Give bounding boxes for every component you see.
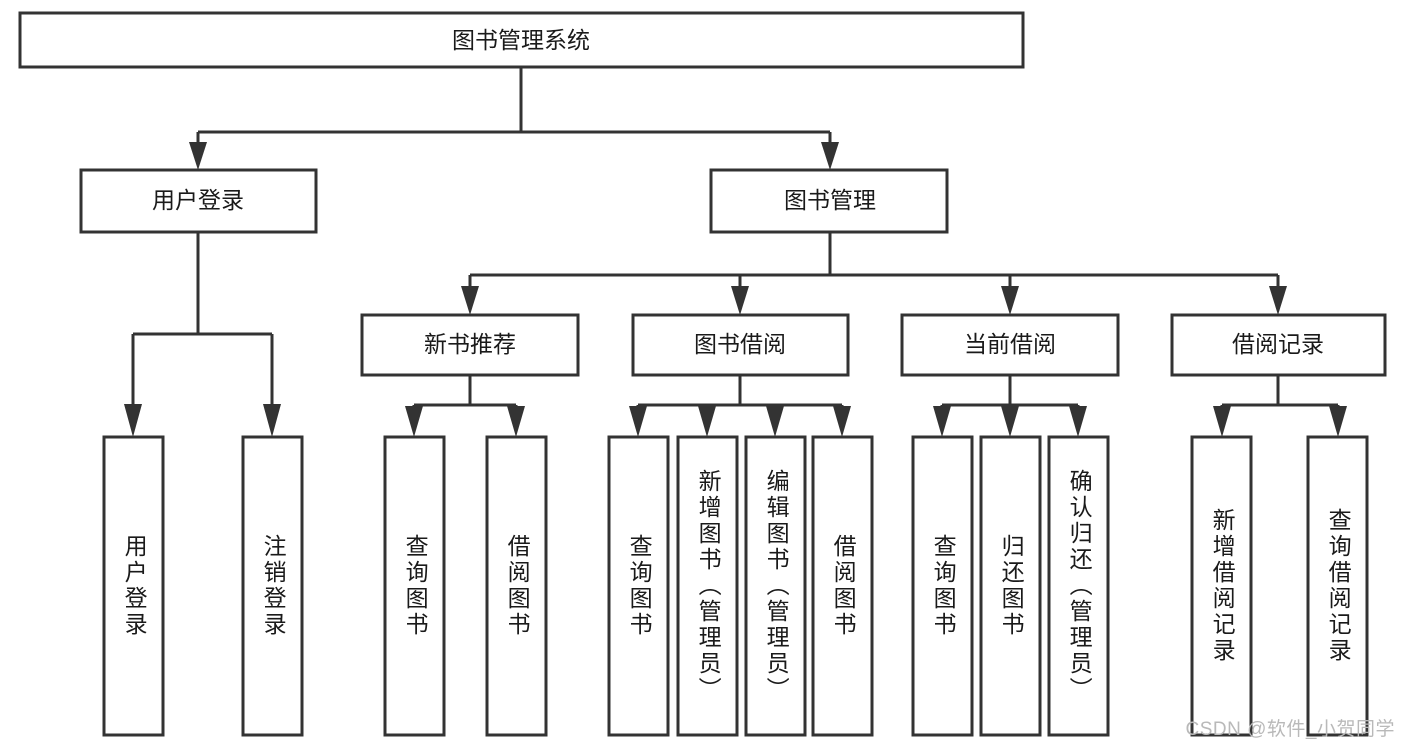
arrow-head-leaf-current-borrow-3 <box>1069 406 1087 437</box>
arrow-head-leaf-new-book-1 <box>405 406 423 437</box>
arrow-head-book-borrow <box>731 286 749 315</box>
node-new-book-box[interactable] <box>360 313 580 377</box>
node-current-borrow-label: 当前借阅 <box>964 331 1056 357</box>
node-borrow-record-box[interactable] <box>1170 313 1387 377</box>
node-user-login-box[interactable] <box>79 168 318 234</box>
node-book-mgmt-box[interactable] <box>709 168 949 234</box>
csdn-watermark: CSDN @软件_小贺同学 <box>1185 719 1395 740</box>
arrow-head-leaf-borrow-record-2 <box>1329 406 1347 437</box>
node-leaf-user-login-1-box[interactable] <box>102 435 165 737</box>
node-current-borrow-box[interactable] <box>900 313 1120 377</box>
arrow-head-borrow-record <box>1269 286 1287 315</box>
arrow-head-leaf-new-book-2 <box>507 406 525 437</box>
arrow-head-leaf-borrow-record-1 <box>1213 406 1231 437</box>
arrow-head-new-book <box>461 286 479 315</box>
node-leaf-current-borrow-3-box[interactable] <box>1047 435 1110 737</box>
node-leaf-current-borrow-1-box[interactable] <box>911 435 974 737</box>
node-leaf-borrow-record-2-box[interactable] <box>1306 435 1369 737</box>
node-leaf-book-borrow-1-box[interactable] <box>607 435 670 737</box>
arrow-head-leaf-book-borrow-2 <box>698 406 716 437</box>
node-borrow-record-label: 借阅记录 <box>1232 331 1324 357</box>
node-book-mgmt-label: 图书管理 <box>784 187 876 213</box>
arrow-head-user-login <box>189 142 207 170</box>
node-layer: 图书管理系统 用户登录 图书管理 新书推荐 图书借阅 当前借阅 借阅记录 <box>18 11 1387 737</box>
connector-layer <box>124 67 1347 437</box>
node-new-book-label: 新书推荐 <box>424 331 516 357</box>
node-book-borrow-box[interactable] <box>631 313 850 377</box>
arrow-head-leaf-current-borrow-1 <box>933 406 951 437</box>
arrow-head-leaf-user-login-2 <box>263 404 281 437</box>
node-root-label: 图书管理系统 <box>452 27 590 53</box>
node-leaf-borrow-record-1-box[interactable] <box>1190 435 1253 737</box>
arrow-head-current-borrow <box>1001 286 1019 315</box>
arrow-head-leaf-user-login-1 <box>124 404 142 437</box>
node-leaf-user-login-2-box[interactable] <box>241 435 304 737</box>
node-leaf-new-book-2-box[interactable] <box>485 435 548 737</box>
node-book-borrow-label: 图书借阅 <box>694 331 786 357</box>
arrow-head-leaf-book-borrow-1 <box>629 406 647 437</box>
node-leaf-new-book-1-box[interactable] <box>383 435 446 737</box>
node-leaf-current-borrow-2-box[interactable] <box>979 435 1042 737</box>
node-leaf-book-borrow-2-box[interactable] <box>676 435 739 737</box>
node-root-box[interactable] <box>18 11 1025 69</box>
arrow-head-book-mgmt <box>821 142 839 170</box>
node-leaf-book-borrow-4-box[interactable] <box>811 435 874 737</box>
arrow-head-leaf-book-borrow-3 <box>766 406 784 437</box>
arrow-head-leaf-book-borrow-4 <box>833 406 851 437</box>
arrow-head-leaf-current-borrow-2 <box>1001 406 1019 437</box>
node-leaf-book-borrow-3-box[interactable] <box>744 435 807 737</box>
node-user-login-label: 用户登录 <box>152 187 244 213</box>
